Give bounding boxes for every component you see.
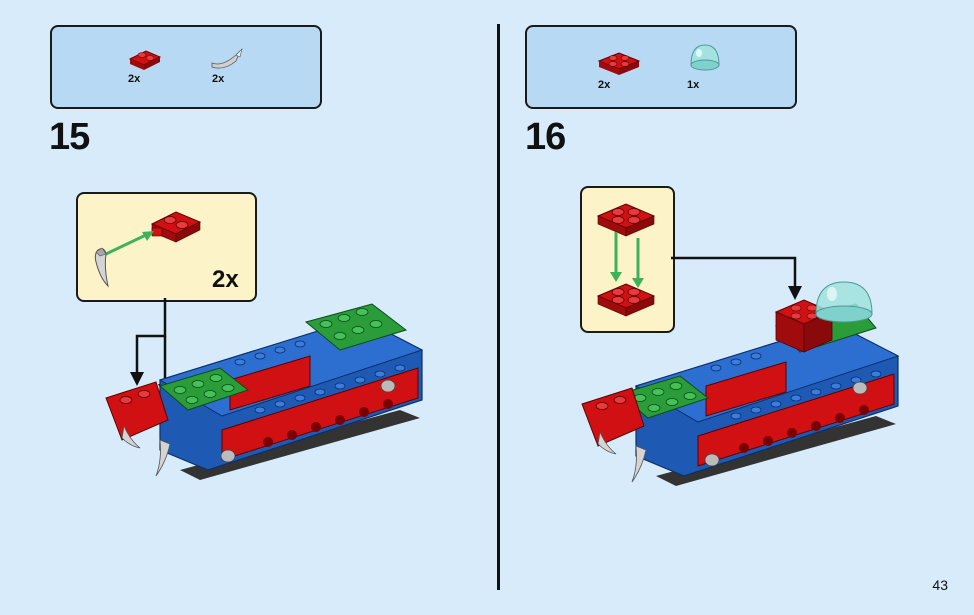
step-number-15: 15 [49,116,90,158]
red-plate-with-clip-icon [128,50,162,70]
step-15-callout: 2x [76,192,257,302]
step-15-vehicle-model [105,303,424,480]
step-number-16: 16 [525,116,566,158]
part-count-red-plate: 2x [128,73,141,85]
step-16-vehicle-model [581,281,900,486]
page-number: 43 [932,577,948,593]
page-divider [497,24,500,590]
plate-stack-diagram [596,203,656,317]
red-plate-2x2-icon [597,52,641,75]
grey-horn-icon [211,48,243,69]
step-16-parts-box: 2x 1x [525,25,797,109]
horn-attach-diagram [94,211,202,288]
part-count-grey-horn: 2x [212,73,225,85]
callout-multiplier: 2x [212,266,239,293]
transparent-dome-icon [690,44,720,71]
part-count-dome: 1x [687,79,700,91]
part-count-red-plate-2x2: 2x [598,79,611,91]
step-16-callout [580,186,675,333]
step-15-parts-box: 2x 2x [50,25,322,109]
